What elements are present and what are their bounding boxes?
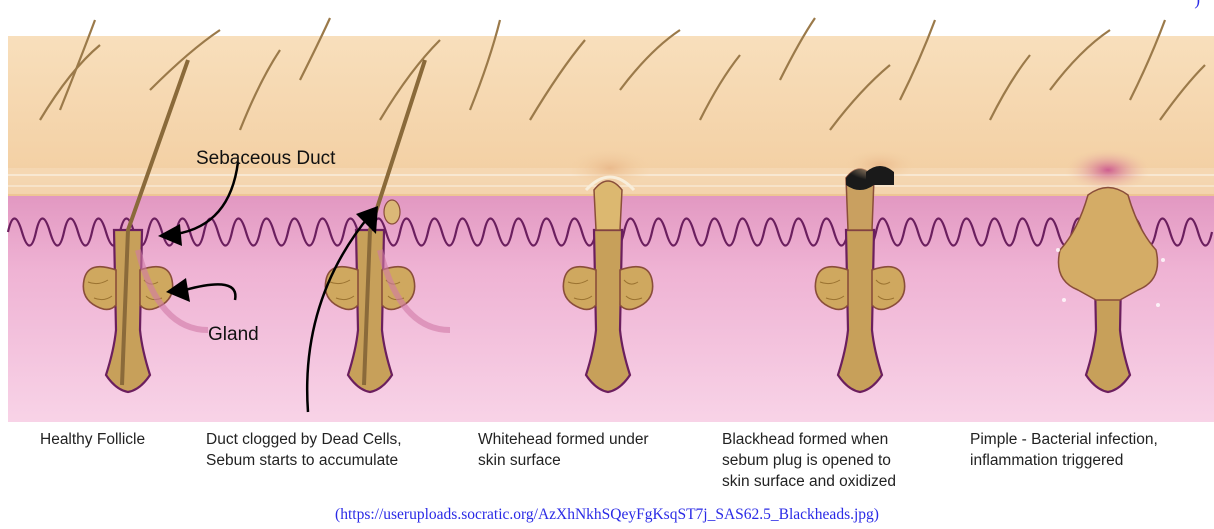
caption-clogged-duct: Duct clogged by Dead Cells, Sebum starts… xyxy=(206,429,402,471)
source-link[interactable]: (https://useruploads.socratic.org/AzXhNk… xyxy=(0,506,1214,524)
caption-whitehead: Whitehead formed under skin surface xyxy=(478,429,649,471)
label-sebaceous-duct: Sebaceous Duct xyxy=(196,148,336,169)
caption-pimple: Pimple - Bacterial infection, inflammati… xyxy=(970,429,1158,471)
caption-blackhead: Blackhead formed when sebum plug is open… xyxy=(722,429,896,492)
label-gland: Gland xyxy=(208,324,259,345)
skin-diagram: Sebaceous Duct Gland xyxy=(0,0,1214,430)
caption-healthy-follicle: Healthy Follicle xyxy=(40,429,145,450)
inflammation xyxy=(1064,148,1152,192)
stage-captions: Healthy Follicle Duct clogged by Dead Ce… xyxy=(0,429,1214,509)
